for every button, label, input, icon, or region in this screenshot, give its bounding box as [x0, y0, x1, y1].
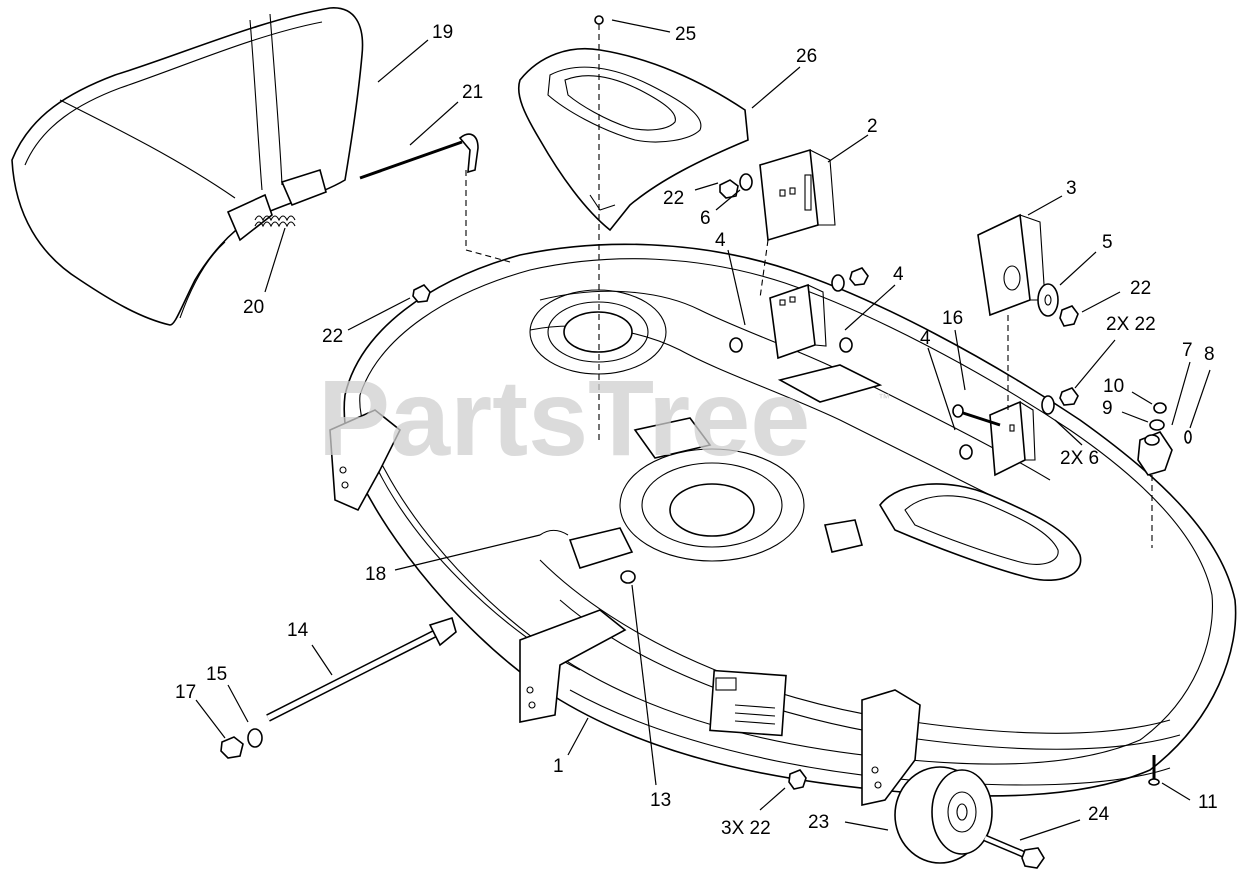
belt-cover-bolt [594, 15, 604, 440]
hardware-nuts-washers [412, 173, 1079, 415]
nut-3x22 [788, 769, 807, 790]
callout-8: 8 [1204, 344, 1215, 365]
callout-20: 20 [243, 297, 264, 318]
chute-spring [254, 215, 296, 228]
callout-9: 9 [1102, 398, 1113, 419]
front-left-hanger-bracket [519, 527, 634, 723]
callout-22-right: 22 [1130, 278, 1151, 299]
callout-3: 3 [1066, 178, 1077, 199]
leader-lines [195, 19, 1211, 841]
bracket-2 [759, 148, 836, 242]
bracket-pins [729, 337, 1001, 460]
bracket-3 [977, 213, 1046, 317]
callout-4-upper-right: 4 [893, 264, 904, 285]
anti-scalp-rod [220, 616, 457, 759]
callout-15: 15 [206, 664, 227, 685]
callouts: 19 21 20 25 26 2 22 6 4 4 22 3 5 22 2X 2… [175, 22, 1218, 839]
gauge-wheel [894, 766, 993, 864]
callout-26: 26 [796, 46, 817, 67]
callout-4-middle: 4 [715, 230, 726, 251]
callout-10: 10 [1103, 376, 1124, 397]
callout-22-left: 22 [322, 326, 343, 347]
callout-2x22: 2X 22 [1106, 314, 1156, 335]
callout-6-top: 6 [700, 208, 711, 229]
pin-and-cotter [539, 529, 636, 584]
callout-16: 16 [942, 308, 963, 329]
callout-21: 21 [462, 82, 483, 103]
washer-5-and-nut [1037, 283, 1079, 327]
watermark: PartsTree ™ [318, 357, 890, 478]
callout-7: 7 [1182, 340, 1193, 361]
callout-17: 17 [175, 682, 196, 703]
callout-25: 25 [675, 24, 696, 45]
bracket-4-middle [769, 283, 827, 360]
callout-14: 14 [287, 620, 309, 641]
callout-5: 5 [1102, 232, 1113, 253]
wheel-bolt [983, 834, 1045, 869]
callout-2: 2 [867, 116, 878, 137]
callout-19: 19 [432, 22, 453, 43]
discharge-chute [11, 7, 364, 326]
front-right-hanger-bracket [861, 689, 921, 806]
bracket-4-right [989, 400, 1036, 477]
callout-2x6: 2X 6 [1060, 448, 1099, 469]
callout-1: 1 [553, 756, 564, 777]
callout-11: 11 [1198, 792, 1218, 813]
callout-22-top: 22 [663, 188, 684, 209]
assembly-lines [465, 170, 1009, 410]
chute-rod [359, 133, 479, 180]
callout-13: 13 [650, 790, 671, 811]
belt-cover [517, 48, 749, 232]
deck-bolt-11 [1148, 755, 1160, 786]
watermark-text: PartsTree [318, 357, 810, 478]
watermark-trademark: ™ [878, 391, 890, 405]
elbow-fitting [1137, 402, 1192, 548]
callout-24: 24 [1088, 804, 1110, 825]
callout-18: 18 [365, 564, 386, 585]
callout-4-right: 4 [920, 328, 931, 349]
callout-3x22: 3X 22 [721, 818, 771, 839]
callout-23: 23 [808, 812, 829, 833]
left-rear-hanger-bracket [329, 409, 402, 512]
